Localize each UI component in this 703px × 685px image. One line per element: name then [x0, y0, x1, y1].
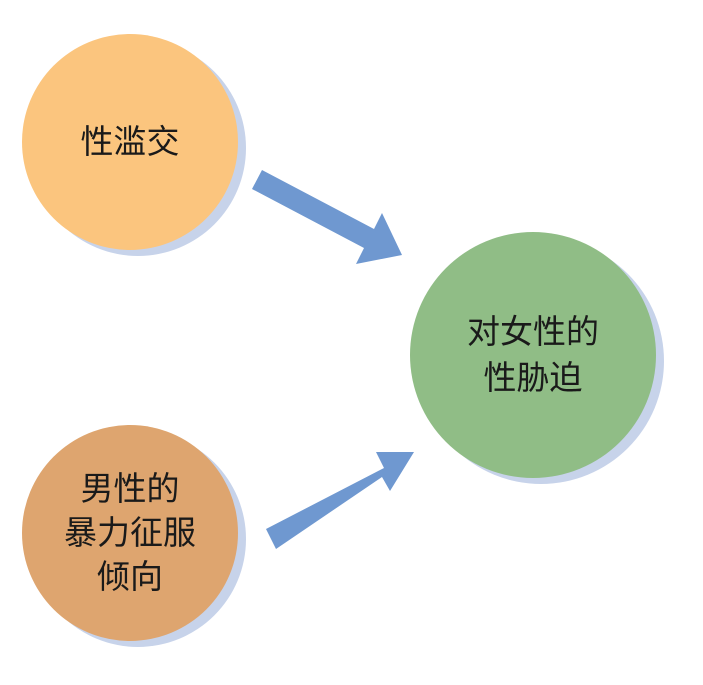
arrow-promiscuity-to-coercion [252, 170, 402, 264]
node-male-dominance: 男性的 暴力征服 倾向 [22, 425, 238, 641]
node-sexual-promiscuity: 性滥交 [22, 34, 238, 250]
node-male-dominance-label: 男性的 暴力征服 倾向 [64, 469, 196, 596]
node-sexual-promiscuity-label: 性滥交 [80, 122, 180, 161]
arrow-dominance-to-coercion [266, 452, 414, 549]
node-sexual-coercion: 对女性的 性胁迫 [410, 232, 656, 478]
node-sexual-coercion-label: 对女性的 性胁迫 [467, 312, 599, 397]
